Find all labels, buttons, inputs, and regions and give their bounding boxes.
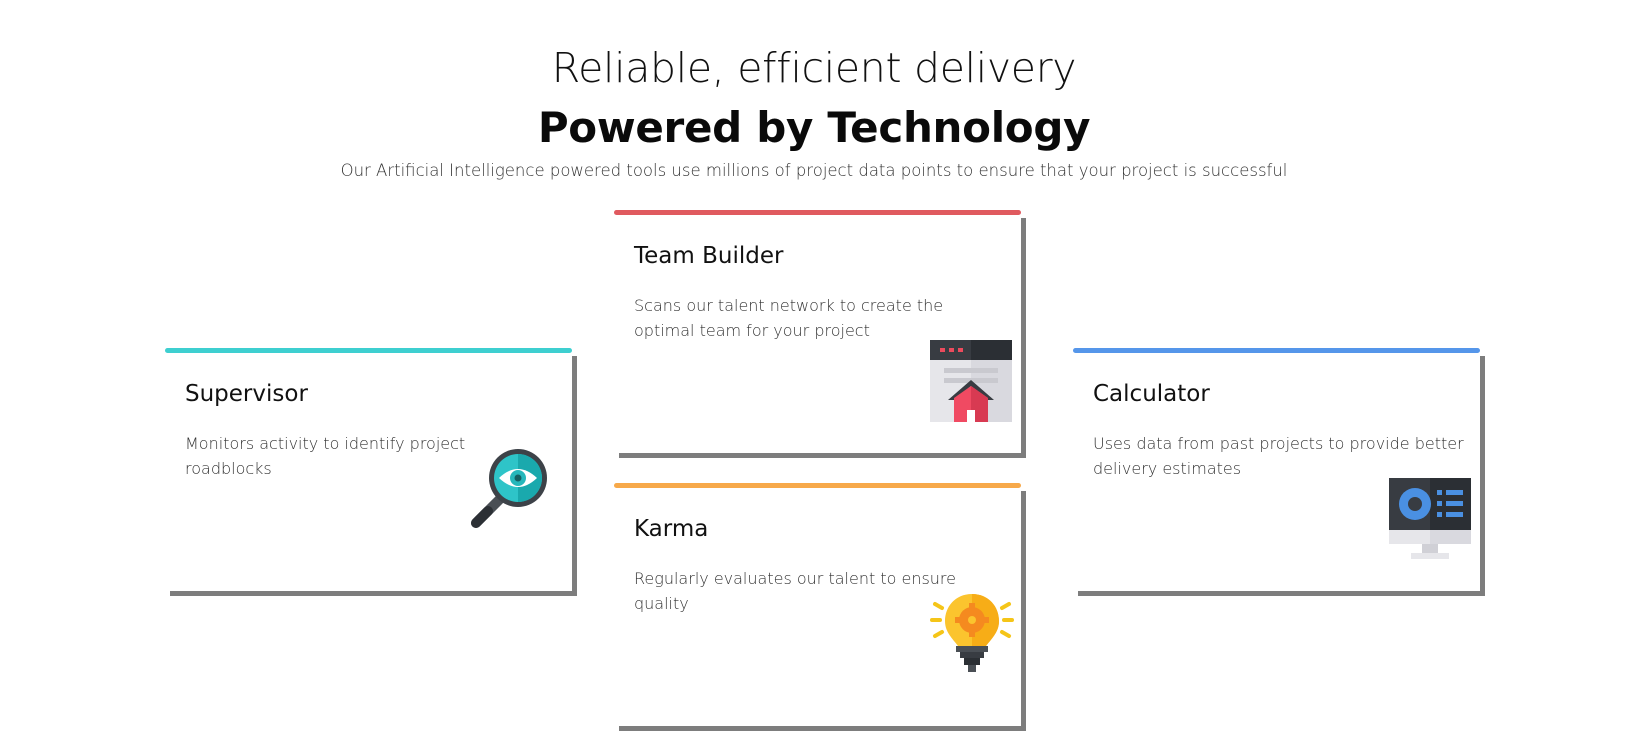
card-accent-bar — [165, 348, 572, 353]
card-description: Regularly evaluates our talent to ensure… — [634, 569, 956, 613]
card-calculator: Calculator Uses data from past projects … — [1073, 348, 1480, 591]
card-description: Monitors activity to identify project ro… — [185, 434, 466, 478]
lightbulb-gear-icon — [930, 590, 1014, 674]
card-karma: Karma Regularly evaluates our talent to … — [614, 483, 1021, 726]
card-accent-bar — [1073, 348, 1480, 353]
card-team-builder: Team Builder Scans our talent network to… — [614, 210, 1021, 453]
headline-bold: Powered by Technology — [537, 103, 1091, 152]
magnifier-eye-icon — [468, 447, 552, 531]
card-description: Uses data from past projects to provide … — [1093, 434, 1464, 478]
card-accent-bar — [614, 483, 1021, 488]
card-supervisor: Supervisor Monitors activity to identify… — [165, 348, 572, 591]
card-title: Supervisor — [185, 381, 308, 407]
card-accent-bar — [614, 210, 1021, 215]
card-title: Calculator — [1093, 381, 1210, 407]
section-subtitle: Our Artificial Intelligence powered tool… — [340, 161, 1288, 180]
monitor-dashboard-icon — [1389, 478, 1471, 560]
headline-light: Reliable, efficient delivery — [551, 44, 1077, 92]
browser-home-icon — [930, 340, 1012, 422]
card-description: Scans our talent network to create the o… — [634, 296, 944, 340]
card-title: Karma — [634, 516, 709, 542]
card-title: Team Builder — [634, 243, 784, 269]
